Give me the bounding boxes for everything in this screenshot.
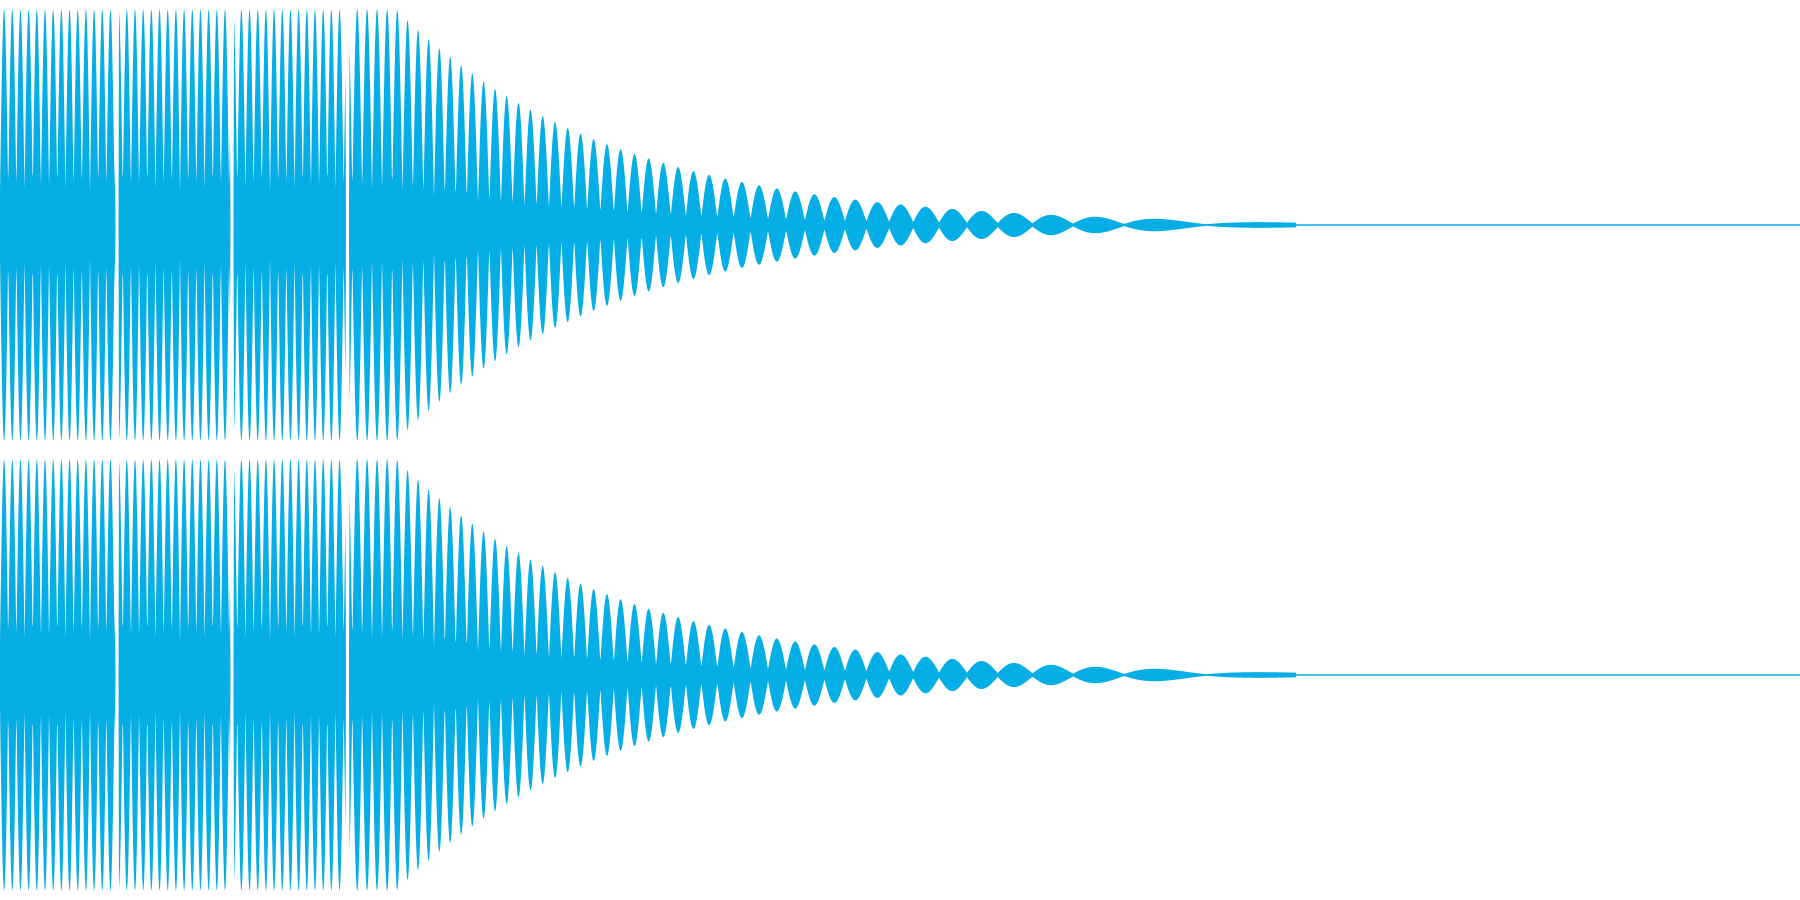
waveform-shape bbox=[0, 459, 1800, 891]
waveform-channel-right bbox=[0, 459, 1800, 891]
waveform-shape bbox=[0, 9, 1800, 441]
waveform-channel-left bbox=[0, 9, 1800, 441]
